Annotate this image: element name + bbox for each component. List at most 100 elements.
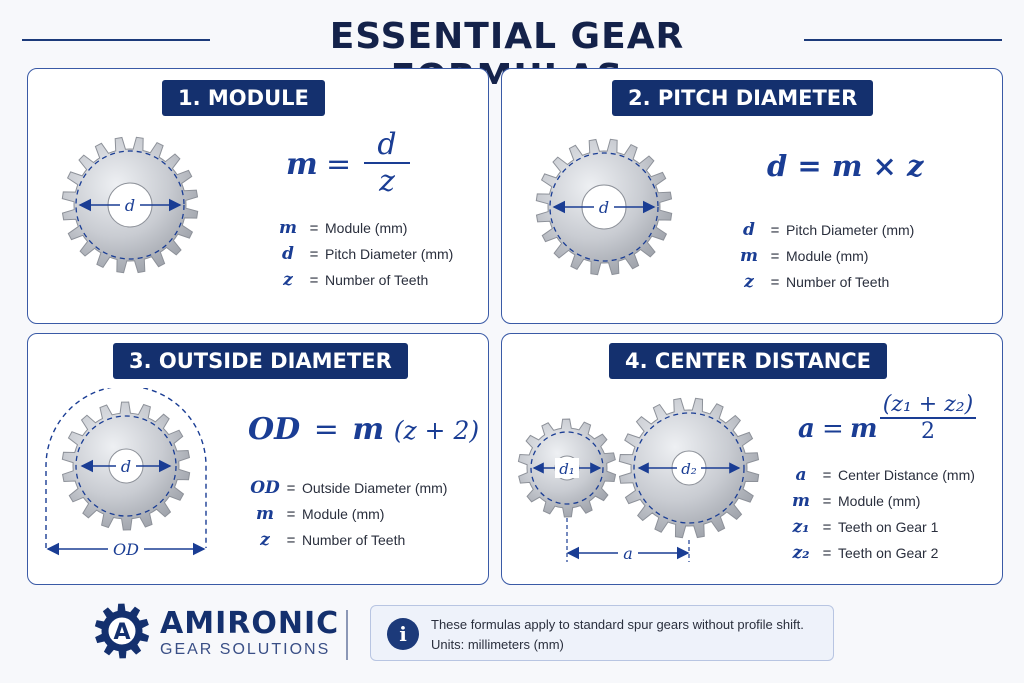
legend-description: Center Distance (mm) [838, 467, 975, 483]
pitch-diameter-formula: d = m × z [767, 149, 924, 183]
legend-symbol: a [795, 465, 807, 485]
info-icon: i [387, 618, 419, 650]
title-rule-left [22, 39, 210, 41]
legend-symbol: m [740, 246, 758, 266]
gear-illustration: d [61, 136, 199, 274]
legend-symbol: z₂ [792, 543, 810, 563]
title-row: ESSENTIAL GEAR FORMULAS [0, 14, 1024, 98]
legend-equals: = [770, 273, 780, 291]
legend-row: d = Pitch Diameter (mm) [273, 241, 453, 267]
panel-heading: 2. PITCH DIAMETER [612, 80, 874, 116]
info-note: i These formulas apply to standard spur … [370, 605, 834, 661]
panel-center-distance: 4. CENTER DISTANCE d₁ d₂ a a = m (z₁ + z… [501, 333, 1003, 585]
gear-illustration: d [535, 138, 673, 276]
legend-symbol: m [256, 504, 274, 524]
fraction-denominator: 2 [921, 419, 935, 444]
gear2-diameter-label: d₂ [681, 460, 697, 478]
gear-diameter-label: d [125, 196, 135, 215]
od-dimension-label: OD [113, 540, 139, 559]
fraction-bar [880, 417, 976, 419]
legend-equals: = [286, 479, 296, 497]
label-backing [677, 458, 701, 478]
formula-equals: = [326, 147, 352, 182]
title-rule-right [804, 39, 1002, 41]
legend-description: Module (mm) [838, 493, 921, 509]
legend-description: Pitch Diameter (mm) [786, 222, 915, 238]
panel-heading: 3. OUTSIDE DIAMETER [113, 343, 408, 379]
legend-description: Number of Teeth [786, 274, 890, 290]
formula-lhs: OD [248, 412, 301, 447]
legend-description: Teeth on Gear 1 [838, 519, 939, 535]
legend: OD = Outside Diameter (mm) m = Module (mm) z… [250, 475, 447, 553]
legend: d=Pitch Diameter (mm) m = Module (mm) z = Nu… [734, 217, 914, 295]
legend-symbol: m [792, 491, 810, 511]
logo-letter: A [113, 620, 130, 645]
footer-divider [346, 610, 348, 660]
fraction-denominator: z [379, 164, 395, 199]
legend-equals: = [286, 531, 296, 549]
label-backing [116, 456, 136, 476]
legend-row: z₁=Teeth on Gear 1 [786, 514, 975, 540]
fraction-bar [364, 162, 410, 164]
brand-name: AMIRONIC [160, 606, 340, 641]
formula-lhs: a [798, 414, 815, 444]
gear-bore [107, 616, 137, 646]
panel-heading: 1. MODULE [162, 80, 325, 116]
panel-outside-diameter: 3. OUTSIDE DIAMETER d OD OD = m (z + 2) … [27, 333, 489, 585]
legend-row: OD = Outside Diameter (mm) [250, 475, 447, 501]
legend-equals: = [309, 245, 319, 263]
legend-symbol: d [743, 220, 755, 240]
legend-symbol: d [282, 244, 294, 264]
gear-illustration: d OD [45, 388, 207, 559]
pitch-circle [75, 150, 185, 260]
legend-row: m=Module (mm) [273, 215, 453, 241]
legend-row: z = Number of Teeth [734, 269, 914, 295]
legend-symbol: m [279, 218, 297, 238]
legend-description: Module (mm) [786, 248, 869, 264]
formula-fraction: d z [364, 127, 410, 199]
panel-pitch-diameter: 2. PITCH DIAMETER d d = m × z d=Pitch Di… [501, 68, 1003, 324]
panel-heading: 4. CENTER DISTANCE [609, 343, 888, 379]
gear-diameter-label: d [599, 198, 609, 217]
legend-equals: = [286, 505, 296, 523]
legend-symbol: z [744, 272, 754, 292]
legend-description: Number of Teeth [325, 272, 429, 288]
center-distance-label: a [623, 544, 633, 563]
legend-symbol: OD [250, 478, 280, 498]
legend: m=Module (mm) d = Pitch Diameter (mm) z = Nu… [273, 215, 453, 293]
label-backing [120, 195, 140, 215]
formula-module: m [352, 412, 385, 447]
gear-pair-illustration: d₁ d₂ a [517, 397, 760, 563]
legend-description: Module (mm) [302, 506, 385, 522]
formula-module: m [850, 414, 878, 444]
pitch-circle [633, 412, 745, 524]
brand-block: AMIRONIC GEAR SOLUTIONS [160, 608, 339, 660]
legend-row: z = Number of Teeth [250, 527, 447, 553]
pitch-circle [530, 431, 604, 505]
gear-logo-icon: A [94, 603, 150, 659]
panel-module: 1. MODULE d m = d z m=Module (mm) d = Pitc… [27, 68, 489, 324]
label-backing [555, 458, 579, 478]
legend: a=Center Distance (mm) m = Module (mm) z₁=… [786, 462, 975, 566]
legend-row: a=Center Distance (mm) [786, 462, 975, 488]
legend-symbol: z [260, 530, 270, 550]
legend-equals: = [822, 492, 832, 510]
label-backing [618, 543, 638, 563]
outside-diameter-formula: OD = m (z + 2) [248, 412, 479, 447]
legend-description: Number of Teeth [302, 532, 406, 548]
fraction-numerator: d [377, 127, 397, 162]
gear-diameter-label: d [121, 457, 131, 476]
legend-description: Outside Diameter (mm) [302, 480, 448, 496]
legend-row: m = Module (mm) [734, 243, 914, 269]
legend-row: d=Pitch Diameter (mm) [734, 217, 914, 243]
legend-description: Pitch Diameter (mm) [325, 246, 454, 262]
legend-symbol: z [283, 270, 293, 290]
label-backing [108, 539, 144, 559]
legend-row: m = Module (mm) [250, 501, 447, 527]
legend-description: Module (mm) [325, 220, 408, 236]
legend-symbol: z₁ [792, 517, 810, 537]
formula-equals: = [313, 412, 339, 447]
legend-equals: = [309, 271, 319, 289]
label-backing [594, 197, 614, 217]
legend-equals: = [770, 247, 780, 265]
